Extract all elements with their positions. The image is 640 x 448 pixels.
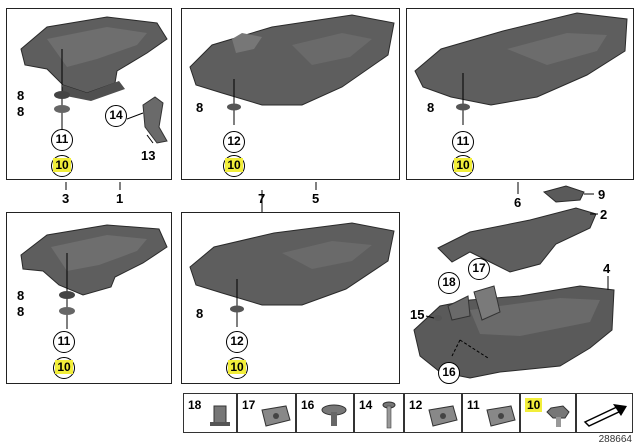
callout-8: 8 bbox=[196, 306, 204, 321]
panel-variant-3: 8 11 10 bbox=[406, 8, 634, 180]
callout-14: 14 bbox=[105, 105, 127, 127]
callout-10-text: 10 bbox=[228, 360, 246, 374]
strip-cell-16: 16 bbox=[296, 393, 354, 433]
strip-number: 16 bbox=[301, 398, 315, 412]
bracket-part bbox=[126, 96, 168, 144]
clip-nut-icon bbox=[261, 405, 291, 427]
callout-11: 11 bbox=[53, 331, 75, 353]
callout-10-text: 10 bbox=[225, 158, 243, 172]
callout-8b: 8 bbox=[17, 104, 25, 119]
strip-cell-18: 18 bbox=[183, 393, 237, 433]
callout-15: 15 bbox=[410, 307, 425, 322]
callout-10: 10 bbox=[51, 155, 73, 177]
strip-number: 10 bbox=[525, 398, 543, 412]
callout-10: 10 bbox=[53, 357, 75, 379]
strip-cell-14: 14 bbox=[354, 393, 404, 433]
callout-8a: 8 bbox=[17, 88, 25, 103]
callout-10: 10 bbox=[226, 357, 248, 379]
callout-10-text: 10 bbox=[53, 158, 71, 172]
fastener-part bbox=[54, 49, 70, 131]
callout-8: 8 bbox=[196, 100, 204, 115]
strip-number: 12 bbox=[409, 398, 423, 412]
callout-10-text: 10 bbox=[55, 360, 73, 374]
rivet-nut-icon bbox=[210, 405, 230, 426]
scale-arrow-icon bbox=[583, 404, 627, 427]
panel-variant-2: 8 12 10 bbox=[181, 8, 400, 180]
panel-variant-5: 8 12 10 bbox=[181, 212, 400, 384]
clip-nut-icon bbox=[428, 405, 458, 427]
strip-cell-11: 11 bbox=[462, 393, 520, 433]
fastener-part bbox=[456, 73, 470, 125]
callout-8a: 8 bbox=[17, 288, 25, 303]
group-label-3: 3 bbox=[62, 191, 70, 206]
strip-number: 14 bbox=[359, 398, 373, 412]
callout-4: 4 bbox=[603, 261, 611, 276]
strip-number: 17 bbox=[242, 398, 256, 412]
group-label-6: 6 bbox=[514, 195, 522, 210]
callout-17: 17 bbox=[468, 258, 490, 280]
callout-12: 12 bbox=[226, 331, 248, 353]
callout-18: 18 bbox=[438, 272, 460, 294]
callout-8b: 8 bbox=[17, 304, 25, 319]
callout-10: 10 bbox=[223, 155, 245, 177]
callout-10: 10 bbox=[452, 155, 474, 177]
callout-13: 13 bbox=[141, 148, 156, 163]
fastener-part bbox=[230, 279, 244, 327]
panel-variant-1: 8 8 11 10 14 13 bbox=[6, 8, 172, 180]
strip-number: 11 bbox=[467, 398, 480, 412]
callout-2: 2 bbox=[600, 207, 608, 222]
callout-11: 11 bbox=[452, 131, 474, 153]
fastener-part bbox=[227, 79, 241, 125]
group-label-5: 5 bbox=[312, 191, 320, 206]
callout-12: 12 bbox=[223, 131, 245, 153]
callout-11: 11 bbox=[51, 129, 73, 151]
underbody-shield-part bbox=[414, 12, 628, 106]
diagram-reference-number: 288664 bbox=[598, 434, 632, 445]
group-label-1: 1 bbox=[116, 191, 124, 206]
screw-icon bbox=[382, 401, 396, 429]
callout-10-text: 10 bbox=[454, 158, 472, 172]
fastener-part bbox=[59, 253, 75, 329]
strip-cell-17: 17 bbox=[237, 393, 296, 433]
strip-cell-12: 12 bbox=[404, 393, 462, 433]
underbody-shield-part bbox=[20, 224, 168, 296]
underbody-shield-part bbox=[189, 222, 395, 306]
strip-cell-scale bbox=[576, 393, 633, 433]
panel-variant-4: 8 8 11 10 bbox=[6, 212, 172, 384]
hex-bolt-icon bbox=[546, 405, 570, 427]
clip-nut-icon bbox=[486, 405, 516, 427]
callout-9: 9 bbox=[598, 187, 606, 202]
plastic-rivet-icon bbox=[321, 404, 347, 426]
callout-8: 8 bbox=[427, 100, 435, 115]
underbody-shield-part bbox=[20, 16, 168, 101]
callout-16: 16 bbox=[438, 362, 460, 384]
strip-cell-10: 10 bbox=[520, 393, 576, 433]
underbody-shield-part bbox=[189, 14, 395, 106]
strip-number: 18 bbox=[188, 398, 202, 412]
